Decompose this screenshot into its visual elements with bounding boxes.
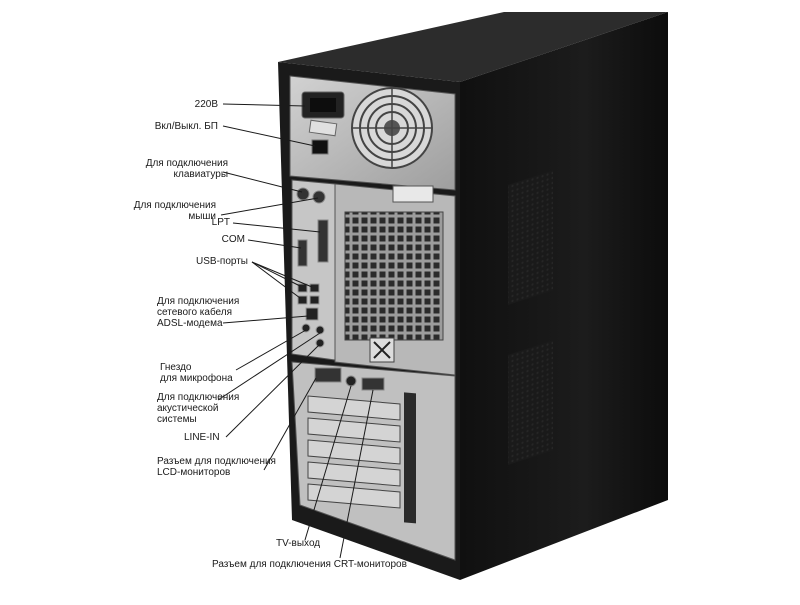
expansion-slots bbox=[307, 395, 401, 509]
label-psu-switch: Вкл/Выкл. БП bbox=[154, 121, 218, 132]
label-speakers-line3: системы bbox=[157, 414, 197, 425]
label-keyboard-line1: Для подключения bbox=[145, 158, 228, 169]
label-mouse-line2: мыши bbox=[188, 211, 216, 222]
label-usb-ports: USB-порты bbox=[196, 256, 248, 267]
psu-fan bbox=[351, 87, 433, 169]
com-port bbox=[297, 239, 308, 267]
rear-fan-mesh bbox=[344, 211, 444, 341]
label-mic-line2: для микрофона bbox=[160, 373, 233, 384]
label-speakers-line1: Для подключения bbox=[157, 392, 240, 403]
label-mouse-line1: Для подключения bbox=[133, 200, 216, 211]
label-network-line1: Для подключения bbox=[157, 296, 240, 307]
label-mic-line1: Гнездо bbox=[160, 362, 192, 373]
vga-port bbox=[361, 377, 385, 391]
side-vent-lower bbox=[508, 340, 553, 465]
label-network-line2: сетевого кабеля bbox=[157, 307, 233, 318]
psu-switch bbox=[311, 139, 329, 155]
label-lcd-line2: LCD-мониторов bbox=[157, 467, 231, 478]
label-lcd-line1: Разъем для подключения bbox=[157, 456, 276, 467]
label-network-line3: ADSL-модема bbox=[157, 318, 223, 329]
label-speakers-line2: акустической bbox=[157, 403, 219, 414]
usb-port-3 bbox=[297, 295, 308, 305]
lan-port bbox=[305, 307, 319, 321]
speaker-jack bbox=[315, 325, 325, 335]
mic-jack bbox=[301, 323, 311, 333]
ps2-mouse-port bbox=[312, 190, 326, 204]
line-in-jack bbox=[315, 338, 325, 348]
leader-lines bbox=[217, 103, 374, 559]
label-com: COM bbox=[221, 234, 245, 245]
label-line-in: LINE-IN bbox=[184, 432, 220, 443]
label-keyboard-line2: клавиатуры bbox=[173, 169, 228, 180]
lpt-port bbox=[317, 219, 329, 263]
label-crt: Разъем для подключения CRT-мониторов bbox=[212, 559, 407, 570]
label-power-220: 220В bbox=[194, 99, 218, 110]
ps2-keyboard-port bbox=[296, 187, 310, 201]
side-vent-upper bbox=[508, 170, 553, 305]
case-top-face bbox=[278, 12, 668, 82]
usb-port-4 bbox=[309, 295, 320, 305]
label-lpt: LPT bbox=[211, 217, 230, 228]
tv-out-port bbox=[345, 375, 357, 387]
usb-port-1 bbox=[297, 283, 308, 293]
case-side-face bbox=[460, 12, 668, 580]
label-tv-out: TV-выход bbox=[276, 538, 321, 549]
usb-port-2 bbox=[309, 283, 320, 293]
io-shield bbox=[291, 179, 336, 361]
dvi-port bbox=[314, 367, 342, 383]
